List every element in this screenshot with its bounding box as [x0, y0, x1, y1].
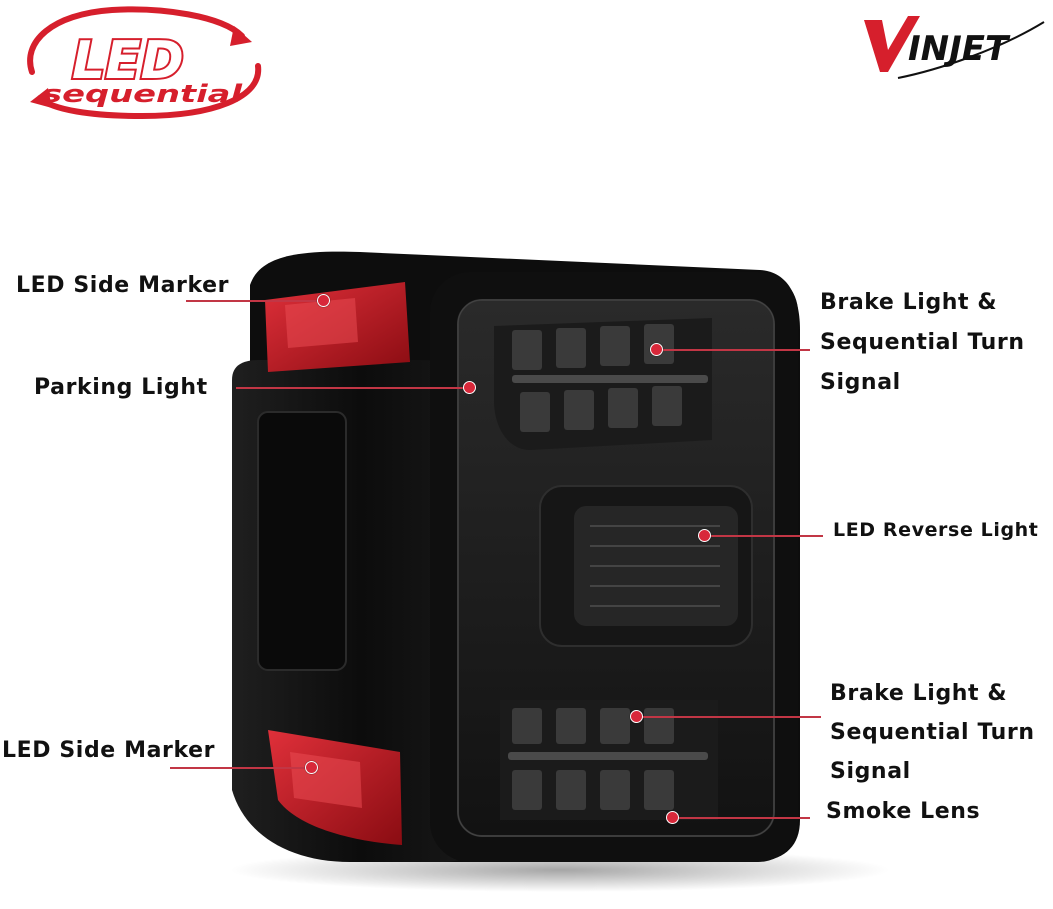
callout-dot-side-marker-top: [317, 294, 330, 307]
led-sequential-logo: LED sequential: [27, 6, 262, 120]
callout-line-brake-top: [657, 349, 810, 351]
callout-line-reverse: [705, 535, 823, 537]
callout-dot-side-marker-bottom: [305, 761, 318, 774]
callout-line-parking-light: [236, 387, 470, 389]
label-brake-light-top-line3: Signal: [820, 370, 901, 395]
callout-dot-parking-light: [463, 381, 476, 394]
label-parking-light: Parking Light: [34, 375, 208, 400]
label-brake-light-top-line2: Sequential Turn: [820, 330, 1025, 355]
vinjet-brand-logo: INJET: [864, 16, 1045, 79]
callout-dot-brake-top: [650, 343, 663, 356]
callout-dot-brake-bottom: [630, 710, 643, 723]
brand-logo-text: INJET: [908, 29, 1011, 69]
callout-dot-reverse: [698, 529, 711, 542]
callout-line-brake-bottom: [637, 716, 821, 718]
led-logo-text: LED: [72, 31, 184, 91]
label-led-reverse-light: LED Reverse Light: [833, 519, 1039, 541]
callout-dot-smoke-lens: [666, 811, 679, 824]
label-brake-light-bottom-line3: Signal: [830, 759, 911, 784]
label-smoke-lens: Smoke Lens: [826, 799, 981, 824]
callout-line-smoke-lens: [673, 817, 810, 819]
label-brake-light-top-line1: Brake Light &: [820, 290, 998, 315]
sequential-logo-text: sequential: [42, 80, 243, 108]
callout-line-side-marker-top: [186, 300, 324, 302]
label-led-side-marker-top: LED Side Marker: [16, 273, 230, 298]
label-brake-light-bottom-line1: Brake Light &: [830, 681, 1008, 706]
label-brake-light-bottom-line2: Sequential Turn: [830, 720, 1035, 745]
label-led-side-marker-bottom: LED Side Marker: [2, 738, 216, 763]
callout-line-side-marker-bottom: [170, 767, 312, 769]
